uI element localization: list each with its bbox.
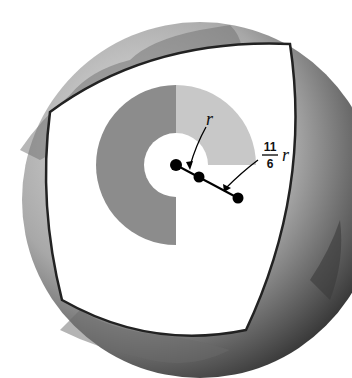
point-dot (233, 193, 244, 204)
leader-line (190, 127, 206, 166)
radius-label: r (282, 146, 289, 164)
continent (310, 220, 341, 300)
center-dot (170, 159, 182, 171)
leader-arrowhead (186, 161, 193, 170)
fraction-numerator: 11 (264, 141, 277, 153)
radius-line (176, 165, 238, 198)
fraction-bar (262, 154, 278, 155)
leader-line (226, 160, 258, 188)
fraction-denominator: 6 (267, 158, 274, 170)
radius-label: r (206, 110, 213, 128)
globe (22, 22, 352, 378)
leader-arrowhead (223, 184, 231, 192)
cutaway-face (46, 44, 296, 336)
point-dot (194, 172, 205, 183)
